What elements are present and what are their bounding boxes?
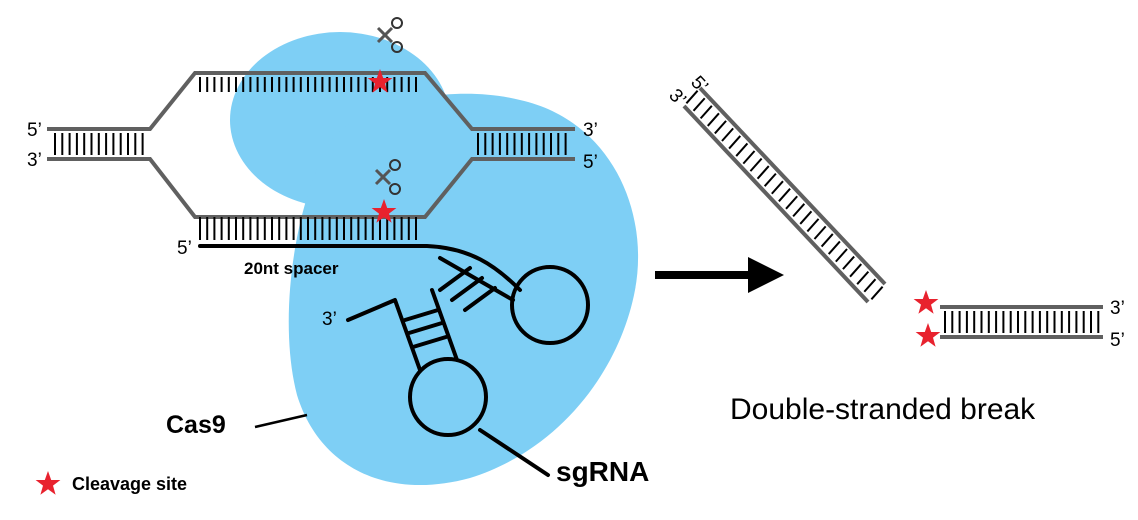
base-pair-rung [692, 97, 706, 112]
base-pair-rung [756, 165, 770, 180]
base-pair-rung [835, 248, 848, 263]
base-pair-rung [771, 180, 784, 195]
label-5prime: 5’ [177, 238, 192, 259]
base-pair-rung [763, 172, 777, 187]
sgrna-label: sgRNA [556, 456, 649, 487]
spacer-label: 20nt spacer [244, 259, 339, 278]
base-pair-rung [735, 142, 749, 157]
label-5prime: 5’ [686, 72, 711, 97]
base-pair-rung [685, 90, 699, 104]
label-3prime: 3’ [322, 309, 337, 330]
base-pair-rung [742, 150, 756, 165]
label-5prime: 5’ [27, 120, 42, 141]
base-pair-rung [706, 112, 720, 127]
cas9-pointer [254, 413, 308, 429]
base-pair-rung [849, 263, 863, 278]
base-pair-rung [806, 218, 820, 233]
star-icon [35, 471, 61, 495]
base-pair-rung [792, 203, 806, 218]
base-pair-rung [827, 240, 841, 255]
base-pair-rung [863, 278, 877, 293]
base-pair-rung [813, 225, 827, 240]
base-pair-rung [699, 105, 713, 120]
base-pair-rung [870, 286, 884, 300]
label-3prime: 3’ [27, 150, 42, 171]
label-5prime: 5’ [583, 152, 598, 173]
base-pair-rung [728, 135, 742, 150]
cut-fragment-horizontal [940, 305, 1103, 339]
base-pair-rung [820, 233, 834, 248]
label-5prime: 5’ [1110, 330, 1125, 351]
base-pair-rung [799, 210, 813, 225]
sgrna-strand [198, 244, 590, 477]
base-pair-rung [721, 127, 734, 142]
legend-label: Cleavage site [72, 474, 187, 494]
star-icon [915, 323, 941, 347]
cas9-label: Cas9 [166, 411, 226, 439]
star-icon [913, 290, 939, 314]
base-pair-rung [856, 270, 870, 285]
base-pair-rung [714, 120, 727, 135]
target-dna [47, 71, 575, 240]
base-pair-rung [785, 195, 798, 210]
cut-fragment-diagonal [682, 86, 887, 304]
base-pair-rung [842, 255, 855, 270]
label-3prime: 3’ [583, 120, 598, 141]
base-pair-rung [778, 188, 791, 202]
label-3prime: 3’ [1110, 298, 1125, 319]
arrow-icon [655, 257, 784, 293]
dsb-caption: Double-stranded break [730, 393, 1036, 426]
base-pair-rung [749, 157, 763, 172]
